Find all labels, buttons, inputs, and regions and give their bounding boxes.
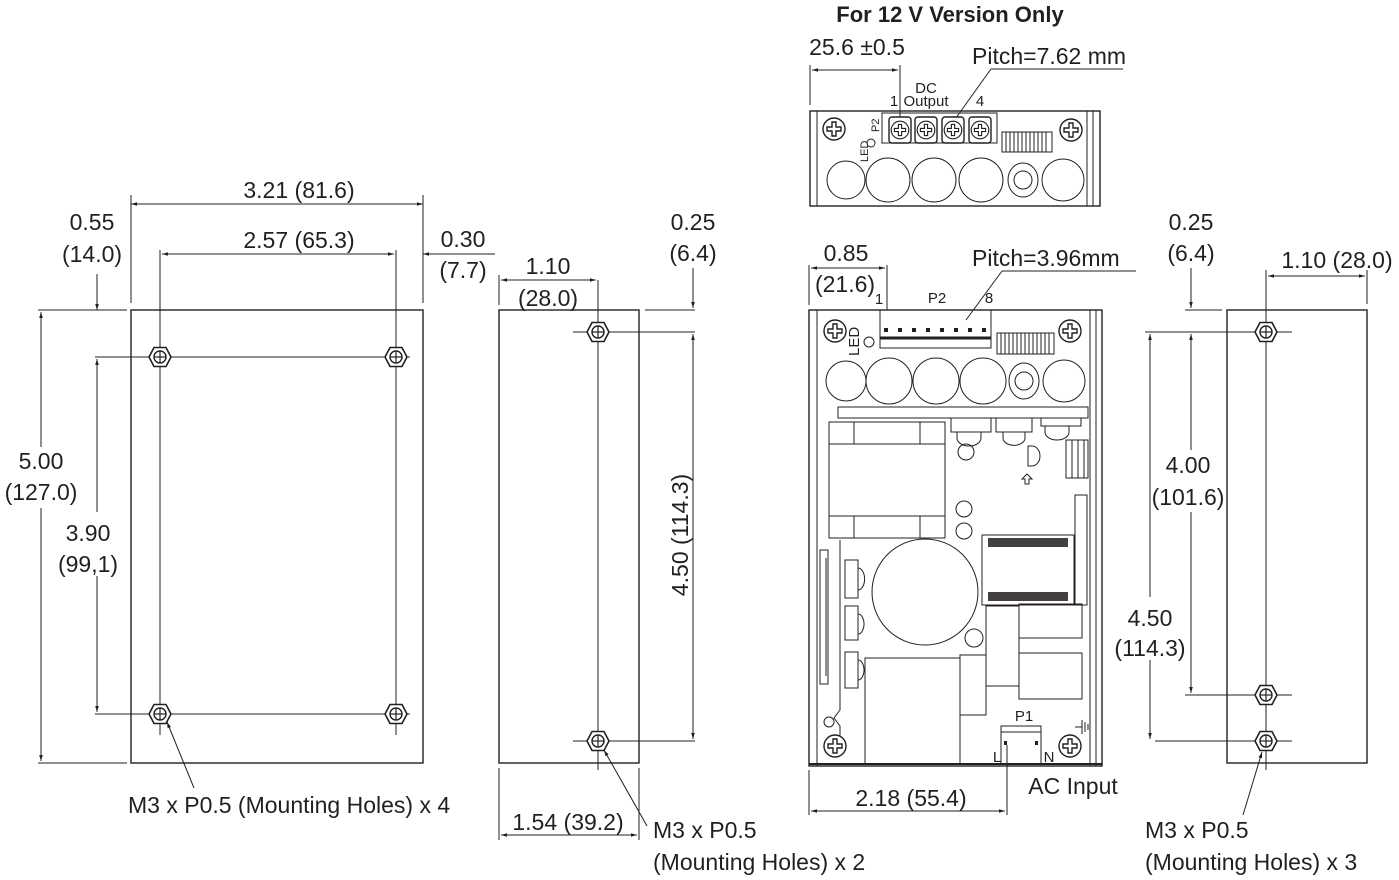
dim-right-offset-in: 0.30 (441, 226, 486, 252)
neutral-label: N (1044, 749, 1055, 766)
mounting-hole (1254, 684, 1278, 706)
dim-hole-spacing-height-mm: (99,1) (58, 551, 118, 577)
dim-hole-spacing-a-in: 4.00 (1166, 452, 1211, 478)
dim-overall-height-mm: (127.0) (5, 479, 78, 505)
dim-top-offset-mm: (6.4) (669, 240, 716, 266)
led-label: LED (846, 327, 863, 356)
top-12v-view: For 12 V Version Only 25.6 ±0.5 Pitch=7.… (809, 2, 1126, 207)
dc-label: DC (915, 80, 937, 97)
screw-icon (1059, 118, 1083, 142)
mounting-hole (1254, 321, 1278, 343)
heatsink-fins (996, 332, 1055, 355)
pin-8-label: 8 (985, 290, 993, 307)
pcb-view: 0.85 (21.6) 1 P2 8 Pitch=3.96mm LED (808, 240, 1136, 815)
dim-hole-spacing-height-in: 3.90 (66, 520, 111, 546)
mounting-hole (586, 730, 610, 752)
choke (981, 534, 1075, 606)
p2-label: P2 (870, 119, 882, 132)
dim-overall-width: 3.21 (81.6) (243, 177, 354, 203)
dim-hole-spacing-width: 2.57 (65.3) (243, 227, 354, 253)
dim-hole-spacing-b-mm: (114.3) (1114, 635, 1185, 661)
side-outline (498, 309, 640, 764)
transformer (828, 421, 946, 539)
mounting-hole-note-line2: (Mounting Holes) x 3 (1145, 849, 1357, 875)
p2-label: P2 (928, 290, 946, 307)
dim-ac-offset: 2.18 (55.4) (855, 785, 966, 811)
mounting-hole (1254, 730, 1278, 752)
mounting-hole (384, 346, 408, 368)
dim-left-offset-mm: (14.0) (62, 241, 122, 267)
left-plan-view: 3.21 (81.6) 2.57 (65.3) 0.30 (7.7) 0.55 … (5, 177, 495, 818)
terminal-block (881, 112, 998, 144)
mounting-hole-note-line1: M3 x P0.5 (1145, 817, 1249, 843)
dim-hole-offset: 1.10 (28.0) (1281, 247, 1392, 273)
led-label: LED (859, 141, 871, 162)
chassis-outline (130, 309, 424, 764)
dim-left-offset-in: 0.55 (70, 209, 115, 235)
dim-right-offset-mm: (7.7) (439, 257, 486, 283)
output-label: Output (903, 93, 949, 110)
screw-icon (823, 319, 847, 343)
pitch-label: Pitch=7.62 mm (972, 43, 1126, 69)
line-label: L (993, 749, 1001, 766)
right-side-view: 0.25 (6.4) 1.10 (28.0) 4.00 (101.6) 4.50… (1114, 209, 1392, 875)
bulk-capacitor (871, 538, 979, 646)
dim-overall-height-in: 5.00 (19, 448, 64, 474)
screw-icon (822, 117, 846, 141)
ac-input-label: AC Input (1028, 773, 1118, 799)
terminal-screws (888, 116, 992, 144)
p2-connector (879, 309, 992, 349)
pitch-label: Pitch=3.96mm (972, 245, 1120, 271)
mounting-hole (148, 346, 172, 368)
heatsink-fins (1001, 131, 1053, 153)
mounting-hole (148, 703, 172, 725)
dim-top-offset-in: 0.25 (671, 209, 716, 235)
pin-1-label: 1 (875, 291, 883, 308)
arrow-up-icon (1020, 473, 1034, 485)
p1-label: P1 (1015, 708, 1033, 725)
end-outline (809, 110, 1101, 207)
mounting-hole-note-line2: (Mounting Holes) x 2 (653, 849, 865, 875)
ground-icon (1075, 720, 1089, 734)
dim-hole-offset-mm: (28.0) (518, 285, 578, 311)
heatsink-bar (837, 406, 1089, 419)
input-filter (864, 657, 961, 765)
p1-connector (1000, 725, 1042, 765)
dim-hole-spacing-b-in: 4.50 (1128, 605, 1173, 631)
led-indicator (863, 336, 875, 348)
mounting-hole-note-line1: M3 x P0.5 (653, 817, 757, 843)
dim-top-offset-mm: (6.4) (1167, 240, 1214, 266)
dim-depth: 1.54 (39.2) (512, 809, 623, 835)
dim-hole-spacing: 4.50 (114.3) (667, 474, 693, 596)
version-title: For 12 V Version Only (836, 2, 1064, 27)
dim-hole-offset-in: 1.10 (526, 253, 571, 279)
screw-icon (823, 734, 847, 758)
dim-top-offset-in: 0.25 (1169, 209, 1214, 235)
dim-hole-spacing-a-mm: (101.6) (1152, 484, 1225, 510)
left-side-view: 1.10 (28.0) 0.25 (6.4) 4.50 (114.3) 1.54… (498, 209, 865, 875)
dim-width: 25.6 ±0.5 (809, 34, 905, 60)
screw-icon (1058, 319, 1082, 343)
pin-1-label: 1 (890, 93, 898, 110)
side-outline (1226, 309, 1368, 764)
pin-4-label: 4 (976, 93, 984, 110)
mounting-hole (384, 703, 408, 725)
mounting-hole-note: M3 x P0.5 (Mounting Holes) x 4 (128, 792, 450, 818)
mounting-hole (586, 321, 610, 343)
dim-connector-offset-mm: (21.6) (815, 271, 875, 297)
dim-connector-offset-in: 0.85 (824, 240, 869, 266)
screw-icon (1058, 734, 1082, 758)
